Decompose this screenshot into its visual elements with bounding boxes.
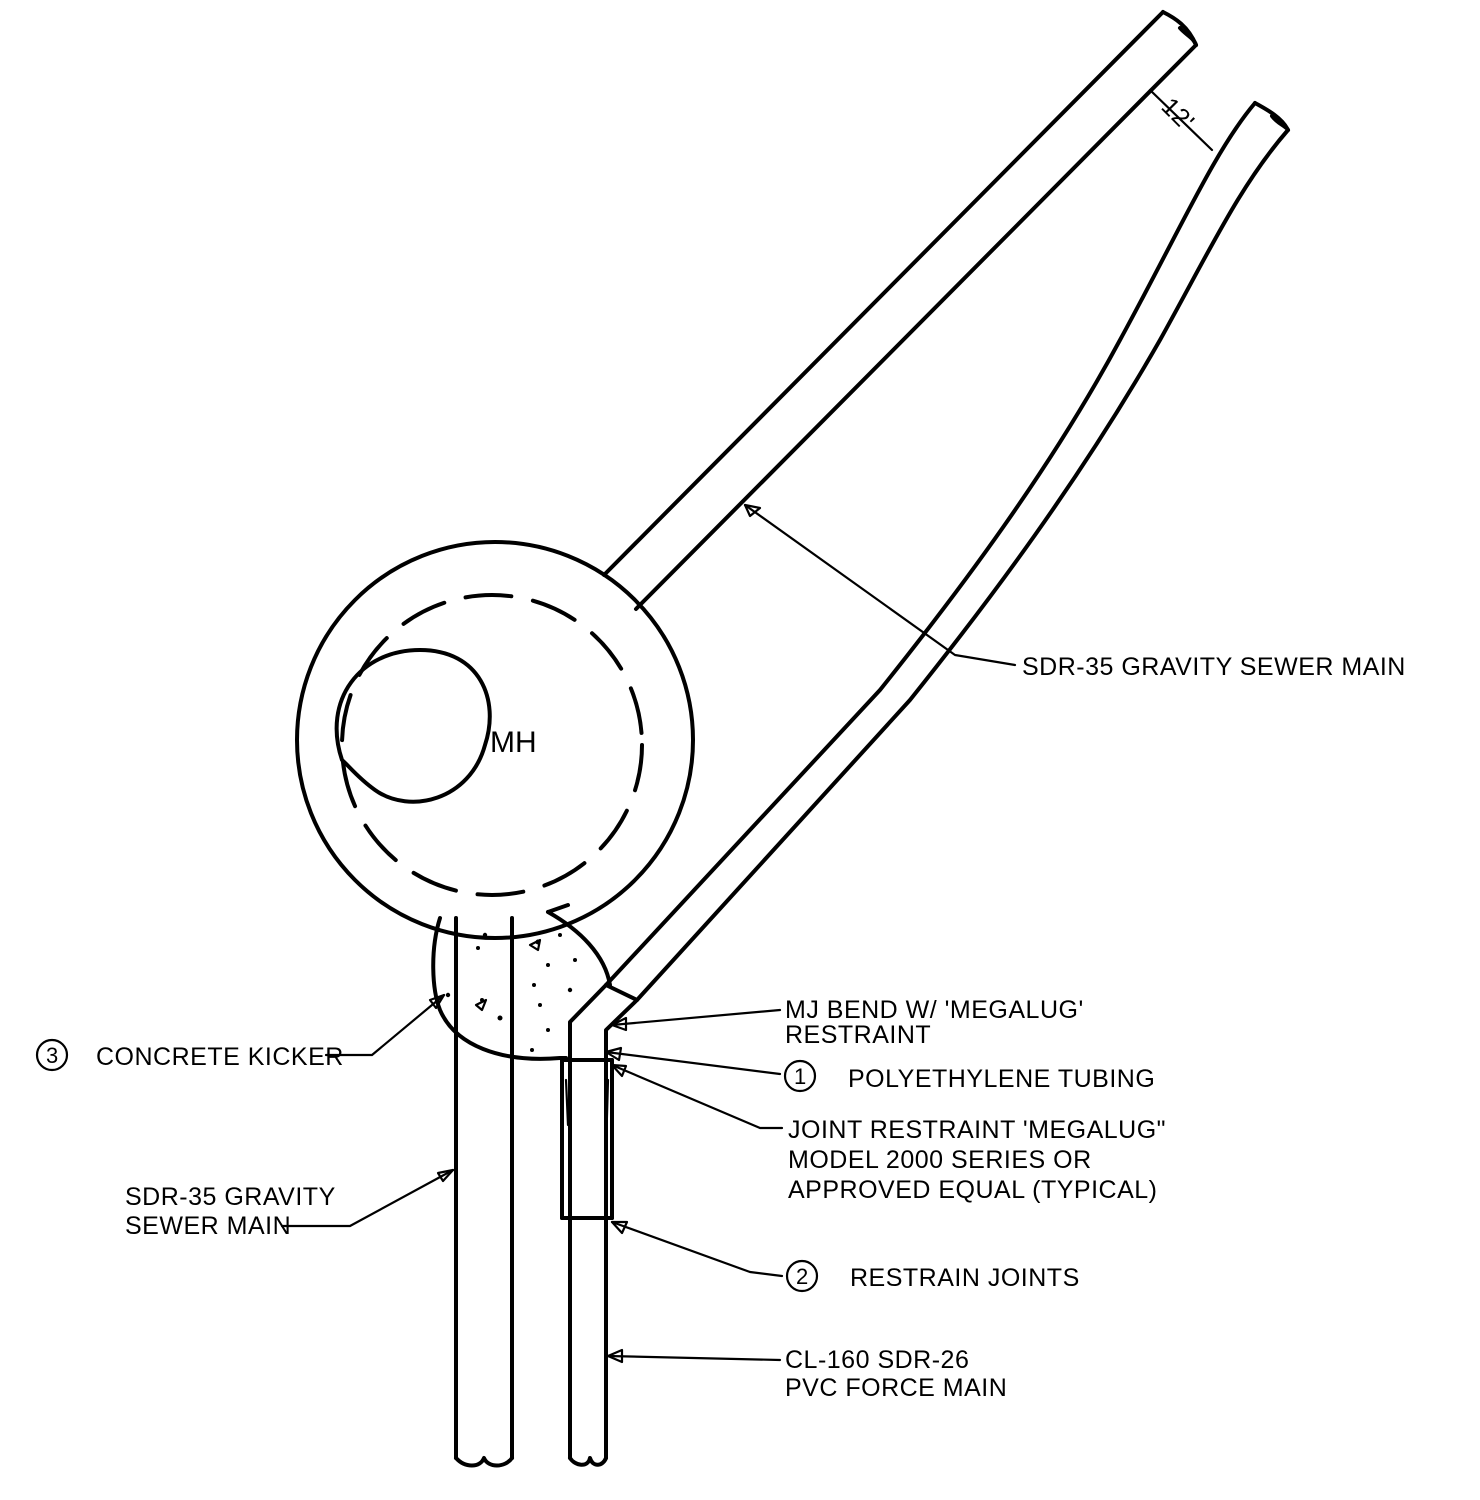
label-lower-gravity-line2: SEWER MAIN xyxy=(125,1212,291,1240)
callout-upper-gravity-main: SDR-35 GRAVITY SEWER MAIN xyxy=(743,503,1406,681)
callout-mj-bend: MJ BEND W/ 'MEGALUG' RESTRAINT xyxy=(610,996,1084,1049)
dimension-12ft: 12' xyxy=(1148,88,1214,152)
label-mj-bend-line2: RESTRAINT xyxy=(785,1021,931,1049)
label-restrain-joints: RESTRAIN JOINTS xyxy=(850,1264,1080,1292)
label-lower-gravity-line1: SDR-35 GRAVITY xyxy=(125,1183,336,1211)
callout-poly-tubing: 1 POLYETHYLENE TUBING xyxy=(604,1046,1155,1093)
restrain-joints-number: 2 xyxy=(796,1264,808,1289)
callout-force-main: CL-160 SDR-26 PVC FORCE MAIN xyxy=(606,1346,1007,1402)
concrete-kicker xyxy=(431,903,612,1061)
label-joint-restraint-line2: MODEL 2000 SERIES OR xyxy=(788,1146,1092,1174)
poly-tubing-number: 1 xyxy=(794,1064,806,1089)
label-joint-restraint-line3: APPROVED EQUAL (TYPICAL) xyxy=(788,1176,1158,1204)
label-force-main-line1: CL-160 SDR-26 xyxy=(785,1346,969,1374)
manhole xyxy=(295,540,695,940)
concrete-stipple xyxy=(445,932,577,1052)
force-main-pipe xyxy=(568,101,1290,1467)
lower-gravity-pipe xyxy=(454,916,514,1468)
callout-restrain-joints: 2 RESTRAIN JOINTS xyxy=(610,1220,1080,1293)
callout-joint-restraint: JOINT RESTRAINT 'MEGALUG" MODEL 2000 SER… xyxy=(610,1063,1166,1204)
upper-gravity-pipe xyxy=(602,10,1198,611)
label-concrete-kicker: CONCRETE KICKER xyxy=(96,1043,344,1071)
label-force-main-line2: PVC FORCE MAIN xyxy=(785,1374,1007,1402)
concrete-kicker-number: 3 xyxy=(46,1043,58,1068)
megalug-sleeve xyxy=(560,1058,614,1220)
dimension-label: 12' xyxy=(1156,92,1200,136)
callout-lower-gravity-main: SDR-35 GRAVITY SEWER MAIN xyxy=(125,1168,455,1240)
manhole-label: MH xyxy=(490,726,537,759)
callout-concrete-kicker: 3 CONCRETE KICKER xyxy=(35,993,446,1072)
label-upper-gravity-main: SDR-35 GRAVITY SEWER MAIN xyxy=(1022,653,1406,681)
label-poly-tubing: POLYETHYLENE TUBING xyxy=(848,1065,1155,1093)
label-mj-bend-line1: MJ BEND W/ 'MEGALUG' xyxy=(785,996,1084,1024)
label-joint-restraint-line1: JOINT RESTRAINT 'MEGALUG" xyxy=(788,1116,1166,1144)
